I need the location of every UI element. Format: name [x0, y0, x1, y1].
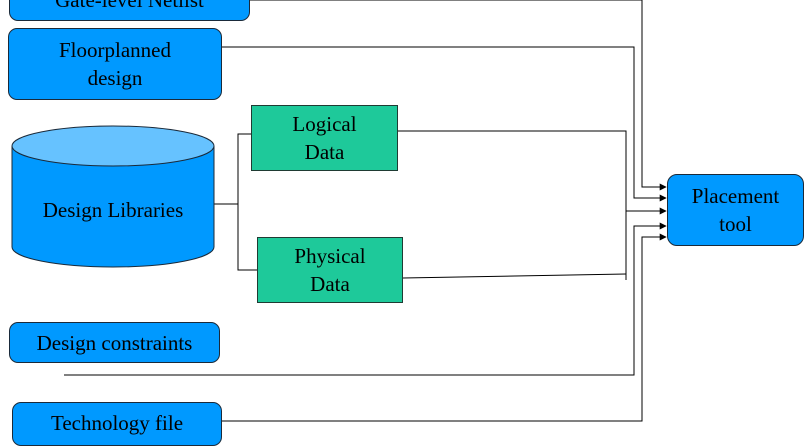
design-constraints-box: Design constraints	[9, 322, 220, 363]
design-libraries-label: Design Libraries	[42, 198, 184, 222]
connector-floorplan-to-placement	[222, 46, 667, 202]
technology-file-label: Technology file	[50, 411, 184, 435]
placement-tool-label: Placement tool	[691, 184, 780, 236]
design-libraries-node: Design Libraries	[12, 180, 214, 240]
connector-netlist-to-placement	[250, 0, 667, 191]
logical-data-box: Logical Data	[251, 105, 398, 171]
gate-level-netlist-label: Gate-level Netlist	[55, 0, 204, 14]
connector-physical-to-merge	[402, 273, 627, 279]
diagram-canvas	[11, 0, 667, 422]
floorplanned-design-box: Floorplanned design	[8, 28, 222, 100]
physical-data-box: Physical Data	[257, 237, 403, 303]
placement-tool-box: Placement tool	[667, 174, 804, 246]
connector-constraints-to-placement	[64, 222, 667, 376]
connector-logical-to-merge	[398, 130, 627, 280]
connector-techfile-to-placement	[222, 233, 667, 422]
connector-libraries-to-logical	[237, 133, 258, 271]
gate-level-netlist-box: Gate-level Netlist	[9, 0, 250, 21]
design-libraries-cylinder	[11, 125, 215, 268]
logical-data-label: Logical Data	[292, 112, 357, 164]
design-constraints-label: Design constraints	[36, 330, 193, 355]
technology-file-box: Technology file	[12, 402, 222, 446]
physical-data-label: Physical Data	[294, 244, 366, 296]
floorplanned-design-label: Floorplanned design	[59, 38, 171, 90]
